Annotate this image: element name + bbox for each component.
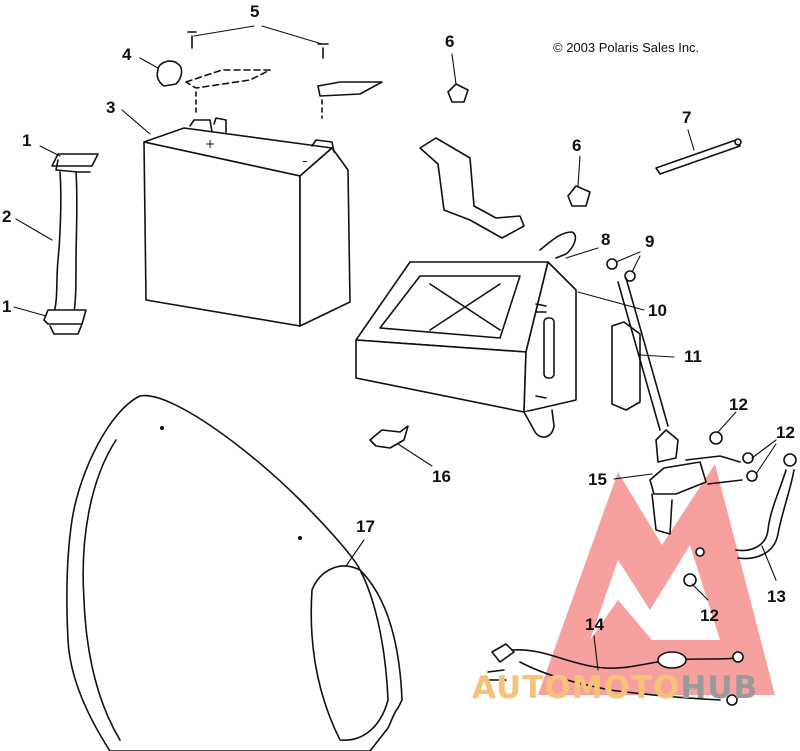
callout-17: 17 [356, 517, 375, 536]
mounting-bracket [611, 277, 669, 431]
copyright-notice: © 2003 Polaris Sales Inc. [553, 40, 700, 55]
callout-10: 10 [648, 301, 667, 320]
callout-9: 9 [645, 232, 655, 251]
watermark-text: AUTOMOTOHUB [472, 670, 758, 706]
svg-text:–: – [302, 154, 308, 168]
callout-11: 11 [684, 347, 702, 366]
callout-14: 14 [585, 615, 604, 634]
cable-tie [655, 138, 742, 175]
watermark-text-part2: HUB [680, 670, 759, 706]
terminal-cover [156, 60, 183, 87]
clip-lower [567, 185, 591, 207]
battery-cable [735, 453, 797, 560]
wiring-harness [485, 643, 744, 706]
callout-1-upper: 1 [22, 131, 32, 150]
callout-6-lower: 6 [572, 136, 582, 155]
watermark-text-part1: AUTOMOTO [472, 670, 681, 706]
callout-6-upper: 6 [445, 32, 455, 51]
leader-lines [13, 25, 777, 671]
callout-3: 3 [106, 98, 116, 117]
battery-box [355, 137, 577, 438]
callout-15: 15 [588, 470, 607, 489]
watermark-logo [538, 464, 775, 695]
callout-12-b: 12 [776, 423, 795, 442]
callout-1-lower: 1 [2, 297, 12, 316]
terminal-bolts [185, 31, 383, 119]
callout-2: 2 [2, 207, 12, 226]
svg-text:+: + [205, 137, 215, 151]
retaining-clip [369, 425, 409, 449]
solenoid [649, 429, 758, 587]
clip-upper [447, 83, 469, 103]
battery-cover [66, 394, 403, 751]
callout-12-a: 12 [729, 395, 748, 414]
battery: + – [143, 117, 351, 327]
callout-4: 4 [122, 45, 132, 64]
callout-8: 8 [601, 230, 611, 249]
callout-7: 7 [682, 108, 692, 127]
callout-13: 13 [767, 587, 786, 606]
hold-down-strap [43, 153, 99, 335]
callout-5: 5 [250, 2, 260, 21]
nuts-9 [606, 258, 636, 282]
callout-12-c: 12 [700, 606, 719, 625]
callout-16: 16 [432, 467, 451, 486]
